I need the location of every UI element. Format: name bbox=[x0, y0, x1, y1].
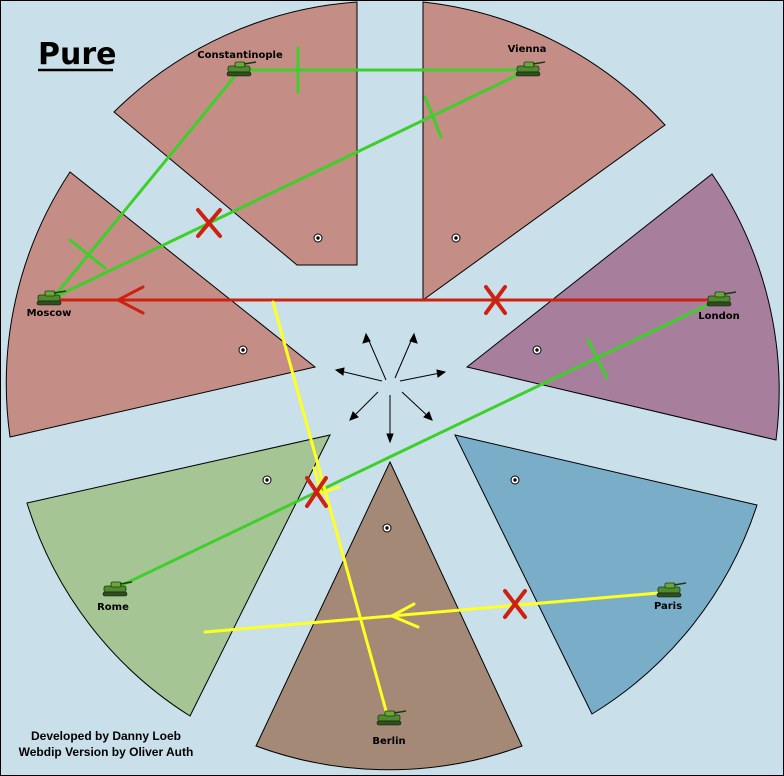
territory-rome[interactable] bbox=[26, 434, 331, 717]
supply-center-icon bbox=[451, 233, 461, 243]
city-label-constantinople: Constantinople bbox=[197, 50, 283, 61]
city-label-rome: Rome bbox=[97, 602, 129, 613]
order-support-london-rome bbox=[114, 298, 720, 590]
territory-vienna[interactable] bbox=[422, 1, 666, 301]
territory-london[interactable] bbox=[465, 173, 780, 441]
city-label-paris: Paris bbox=[654, 601, 682, 612]
supply-center-icon bbox=[262, 475, 272, 485]
orders-layer bbox=[51, 46, 720, 720]
order-move-paris-rome bbox=[203, 590, 672, 634]
compass-arrows-icon bbox=[334, 332, 447, 444]
supply-center-icon bbox=[238, 345, 248, 355]
failed-order-x-icon bbox=[503, 589, 527, 619]
city-label-moscow: Moscow bbox=[27, 308, 72, 319]
city-label-london: London bbox=[698, 311, 740, 322]
supply-center-icon bbox=[510, 475, 520, 485]
supply-center-icon bbox=[532, 345, 542, 355]
failed-order-x-icon bbox=[196, 208, 222, 238]
credit-developer: Developed by Danny Loeb bbox=[31, 729, 181, 743]
failed-order-x-icon bbox=[305, 476, 328, 508]
territory-moscow[interactable] bbox=[5, 171, 317, 438]
territory-constantinople[interactable] bbox=[113, 1, 358, 266]
supply-center-icon bbox=[313, 233, 323, 243]
order-support-berlin-moscow bbox=[271, 300, 390, 720]
city-labels: Constantinople Vienna London Paris Berli… bbox=[27, 44, 740, 747]
map-title: Pure bbox=[38, 37, 117, 72]
order-support-constantinople-moscow bbox=[51, 68, 242, 300]
order-move-london-moscow bbox=[51, 285, 720, 315]
supply-center-icon bbox=[382, 523, 392, 533]
failed-order-x-icon bbox=[484, 285, 507, 315]
order-support-vienna-moscow bbox=[51, 68, 530, 300]
city-label-berlin: Berlin bbox=[372, 736, 405, 747]
credit-webdip: Webdip Version by Oliver Auth bbox=[19, 745, 194, 759]
supply-centers bbox=[238, 233, 542, 533]
city-label-vienna: Vienna bbox=[508, 44, 547, 55]
territory-paris[interactable] bbox=[454, 434, 758, 715]
order-support-constantinople-vienna bbox=[238, 46, 530, 94]
